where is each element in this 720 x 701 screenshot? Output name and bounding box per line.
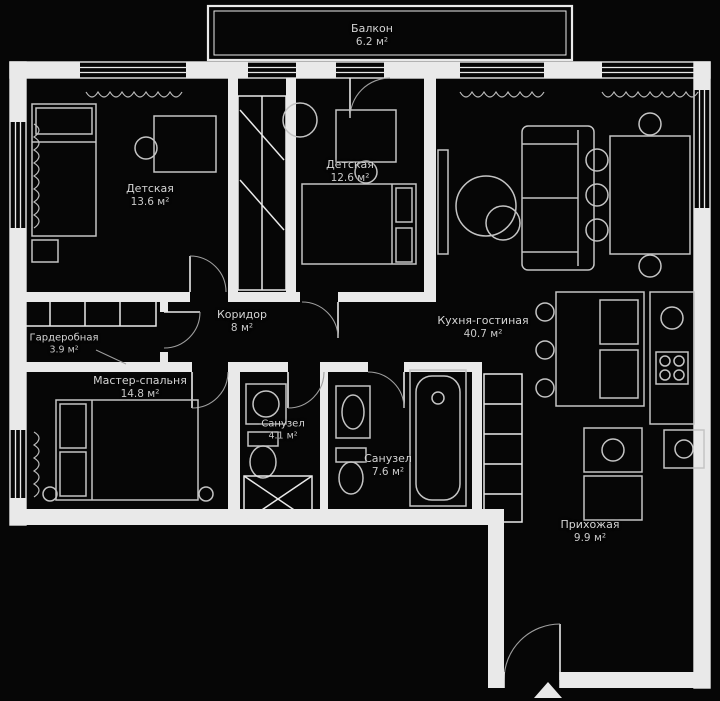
balcony-outline bbox=[206, 4, 574, 62]
curtain-icon bbox=[32, 123, 40, 229]
stove-icon bbox=[655, 351, 689, 385]
hallway-cabinet bbox=[583, 427, 643, 521]
sink-icon bbox=[660, 306, 684, 330]
curtain-icon bbox=[85, 90, 183, 98]
kids1-desk bbox=[134, 115, 217, 173]
built-in-closet bbox=[237, 95, 287, 291]
kids2-bed bbox=[301, 183, 417, 265]
washbasin-icon bbox=[335, 385, 371, 439]
kitchen-island bbox=[535, 291, 645, 407]
coffee-tables bbox=[455, 175, 521, 241]
curtain-icons bbox=[32, 90, 699, 498]
hallway-shelving bbox=[483, 373, 523, 523]
curtain-icon bbox=[459, 90, 545, 98]
dining-table bbox=[585, 112, 691, 278]
label-leader-line bbox=[95, 349, 127, 365]
doors bbox=[163, 77, 561, 688]
kitchen-counter bbox=[649, 291, 695, 425]
curtain-icon bbox=[601, 90, 699, 98]
wardrobe-shelves bbox=[13, 295, 157, 327]
walls bbox=[10, 62, 710, 688]
wall-outlines bbox=[9, 61, 711, 689]
shower-icon bbox=[243, 475, 313, 523]
toilet-icon bbox=[247, 431, 279, 479]
curtain-icon bbox=[32, 431, 40, 498]
kitchen-cabinet bbox=[663, 429, 705, 469]
kids2-desk bbox=[335, 109, 397, 184]
sofa bbox=[521, 125, 595, 271]
master-bed bbox=[42, 399, 214, 502]
kids1-bed bbox=[31, 103, 97, 263]
tv-console bbox=[437, 149, 449, 255]
kids2-armchair bbox=[282, 102, 318, 138]
toilet-icon-2 bbox=[335, 447, 367, 495]
windows bbox=[14, 66, 706, 498]
washing-machine-icon bbox=[245, 383, 287, 425]
bathtub-icon bbox=[409, 369, 467, 507]
entrance-arrow-icon bbox=[534, 682, 562, 698]
